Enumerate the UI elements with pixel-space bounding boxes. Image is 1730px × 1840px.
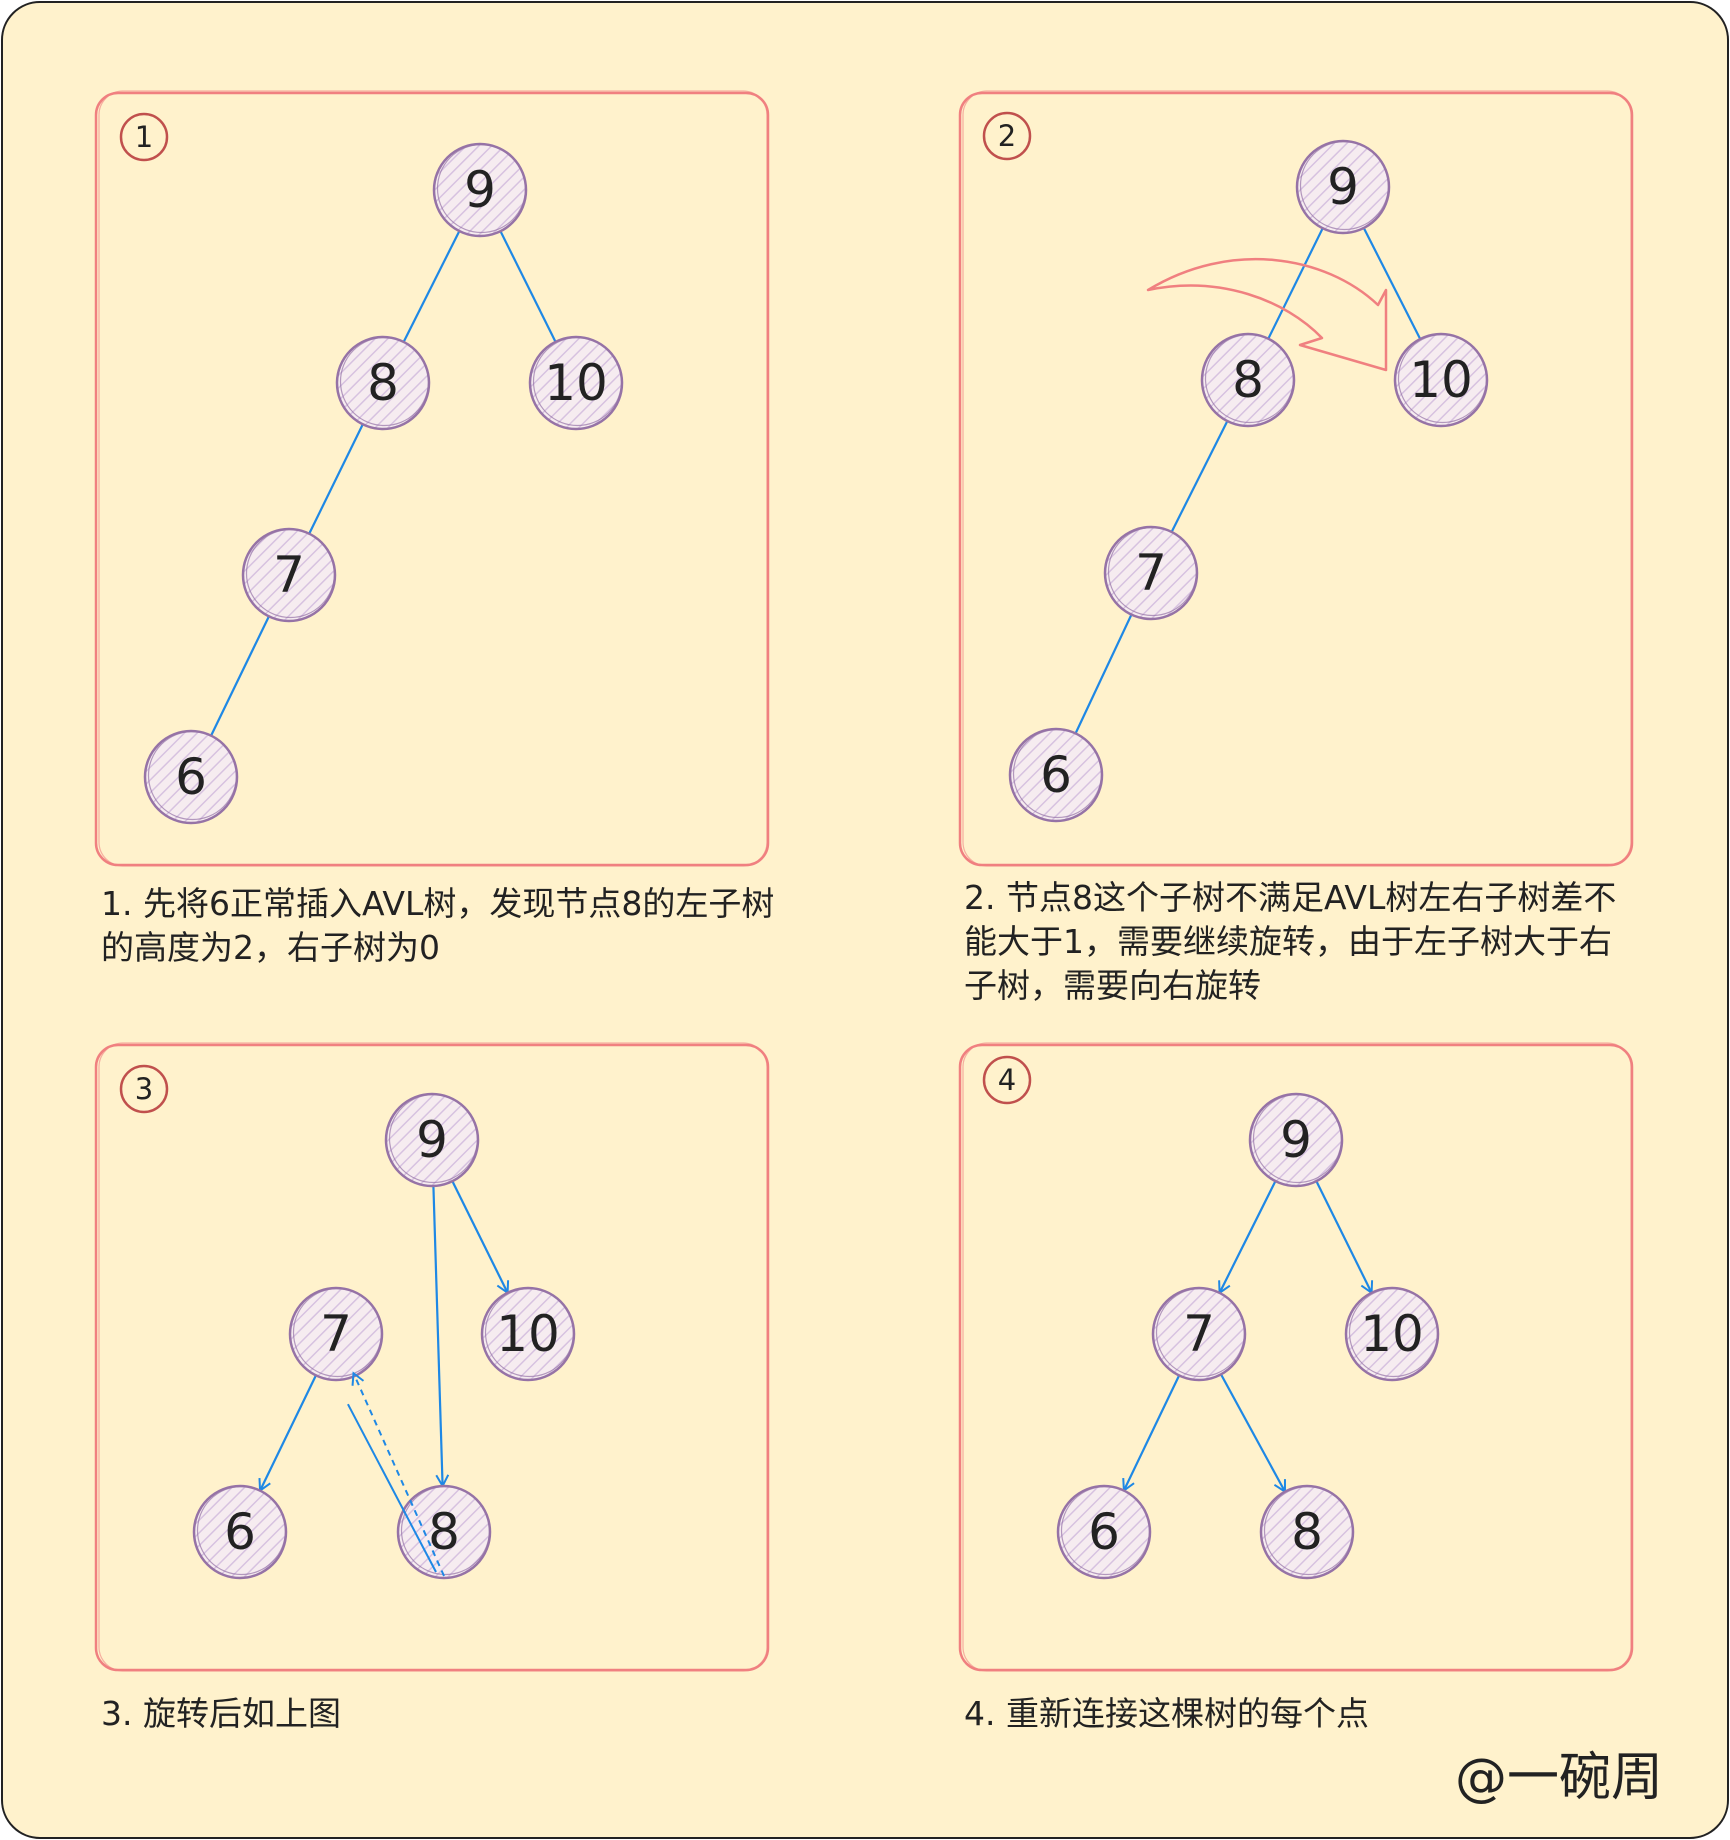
node-sketch-8 — [1204, 333, 1295, 424]
node-label-7: 7 — [1183, 1305, 1215, 1363]
node-sketch-6 — [1012, 728, 1103, 819]
panel-frame — [958, 91, 1634, 867]
node-sketch-9 — [1299, 140, 1390, 231]
panel-step-2: 2 9 8 10 7 6 — [958, 90, 1634, 867]
edge-7-6 — [1124, 1371, 1182, 1490]
step-badge-label: 2 — [998, 119, 1016, 153]
node-sketch-7 — [1155, 1287, 1246, 1378]
node-label-6: 6 — [175, 748, 207, 806]
node-label-9: 9 — [416, 1111, 448, 1169]
rotate-right-arrow-icon — [1146, 257, 1388, 372]
node-sketch-6 — [147, 730, 238, 821]
edge-9-10 — [497, 227, 559, 346]
edge-7-6 — [1072, 610, 1135, 738]
edge-9-8 — [400, 227, 463, 346]
edge-8-7 — [306, 420, 366, 538]
panel-step-1: 1 9 8 10 7 6 — [94, 90, 770, 867]
node-sketch-9 — [436, 143, 527, 234]
node-sketch-8 — [400, 1485, 491, 1576]
node-sketch-6 — [196, 1485, 287, 1576]
panel-frame — [94, 91, 770, 867]
edge-9-10 — [449, 1177, 508, 1292]
node-label-9: 9 — [1280, 1111, 1312, 1169]
edge-8-7 — [1168, 417, 1231, 536]
step-badge-label: 1 — [135, 120, 153, 154]
edge-7-6 — [261, 1371, 319, 1490]
node-label-9: 9 — [464, 161, 496, 219]
step-badge-circle — [982, 1055, 1032, 1105]
node-sketch-10 — [484, 1287, 575, 1378]
node-label-8: 8 — [1291, 1503, 1323, 1561]
node-label-6: 6 — [1040, 746, 1072, 804]
caption-step-3: 3. 旋转后如上图 — [101, 1694, 341, 1733]
node-label-8: 8 — [1232, 351, 1264, 409]
node-sketch-8 — [1263, 1485, 1354, 1576]
node-label-6: 6 — [1088, 1503, 1120, 1561]
author-credit: @一碗周 — [1455, 1748, 1664, 1808]
step-badge-label: 4 — [998, 1063, 1016, 1097]
step-badge-circle — [119, 112, 169, 162]
node-label-8: 8 — [367, 354, 399, 412]
panel-frame-sketch — [962, 1042, 1632, 1672]
caption-step-2: 2. 节点8这个子树不满足AVL树左右子树差不能大于1，需要继续旋转，由于左子树… — [964, 878, 1617, 1005]
edge-9-8 — [432, 1181, 442, 1485]
node-sketch-7 — [245, 528, 336, 619]
node-label-7: 7 — [320, 1305, 352, 1363]
node-sketch-10 — [532, 336, 623, 427]
panel-frame-sketch — [98, 1042, 768, 1672]
edge-7-6 — [208, 612, 272, 740]
node-sketch-10 — [1348, 1287, 1439, 1378]
panel-frame-sketch — [962, 90, 1632, 867]
dashed-edge-8-7 — [354, 1374, 445, 1577]
node-label-6: 6 — [224, 1503, 256, 1561]
edge-9-10 — [1313, 1177, 1372, 1292]
node-label-9: 9 — [1327, 158, 1359, 216]
old-edge-trace-8-7 — [347, 1403, 437, 1573]
caption-step-4: 4. 重新连接这棵树的每个点 — [964, 1694, 1369, 1733]
panel-frame — [94, 1043, 770, 1672]
node-label-7: 7 — [273, 546, 305, 604]
edge-9-7 — [1220, 1177, 1279, 1292]
node-sketch-8 — [339, 336, 430, 427]
node-sketch-7 — [292, 1287, 383, 1378]
step-badge-circle — [982, 111, 1032, 161]
node-sketch-9 — [388, 1093, 479, 1184]
node-label-10: 10 — [1409, 351, 1473, 409]
node-label-10: 10 — [1360, 1305, 1424, 1363]
panel-step-4: 4 9 7 10 6 8 — [958, 1042, 1634, 1672]
edge-9-8 — [1265, 224, 1326, 343]
node-label-7: 7 — [1135, 544, 1167, 602]
edge-7-8 — [1218, 1370, 1284, 1491]
step-badge-label: 3 — [135, 1072, 153, 1106]
node-sketch-9 — [1252, 1093, 1343, 1184]
node-sketch-6 — [1060, 1485, 1151, 1576]
node-sketch-7 — [1107, 526, 1198, 617]
panel-frame-sketch — [98, 90, 768, 867]
step-badge-circle — [119, 1064, 169, 1114]
node-label-10: 10 — [544, 354, 608, 412]
caption-step-1: 1. 先将6正常插入AVL树，发现节点8的左子树的高度为2，右子树为0 — [101, 884, 775, 967]
panel-frame — [958, 1043, 1634, 1672]
edge-9-10 — [1361, 223, 1423, 344]
node-sketch-10 — [1397, 333, 1488, 424]
node-label-10: 10 — [496, 1305, 560, 1363]
